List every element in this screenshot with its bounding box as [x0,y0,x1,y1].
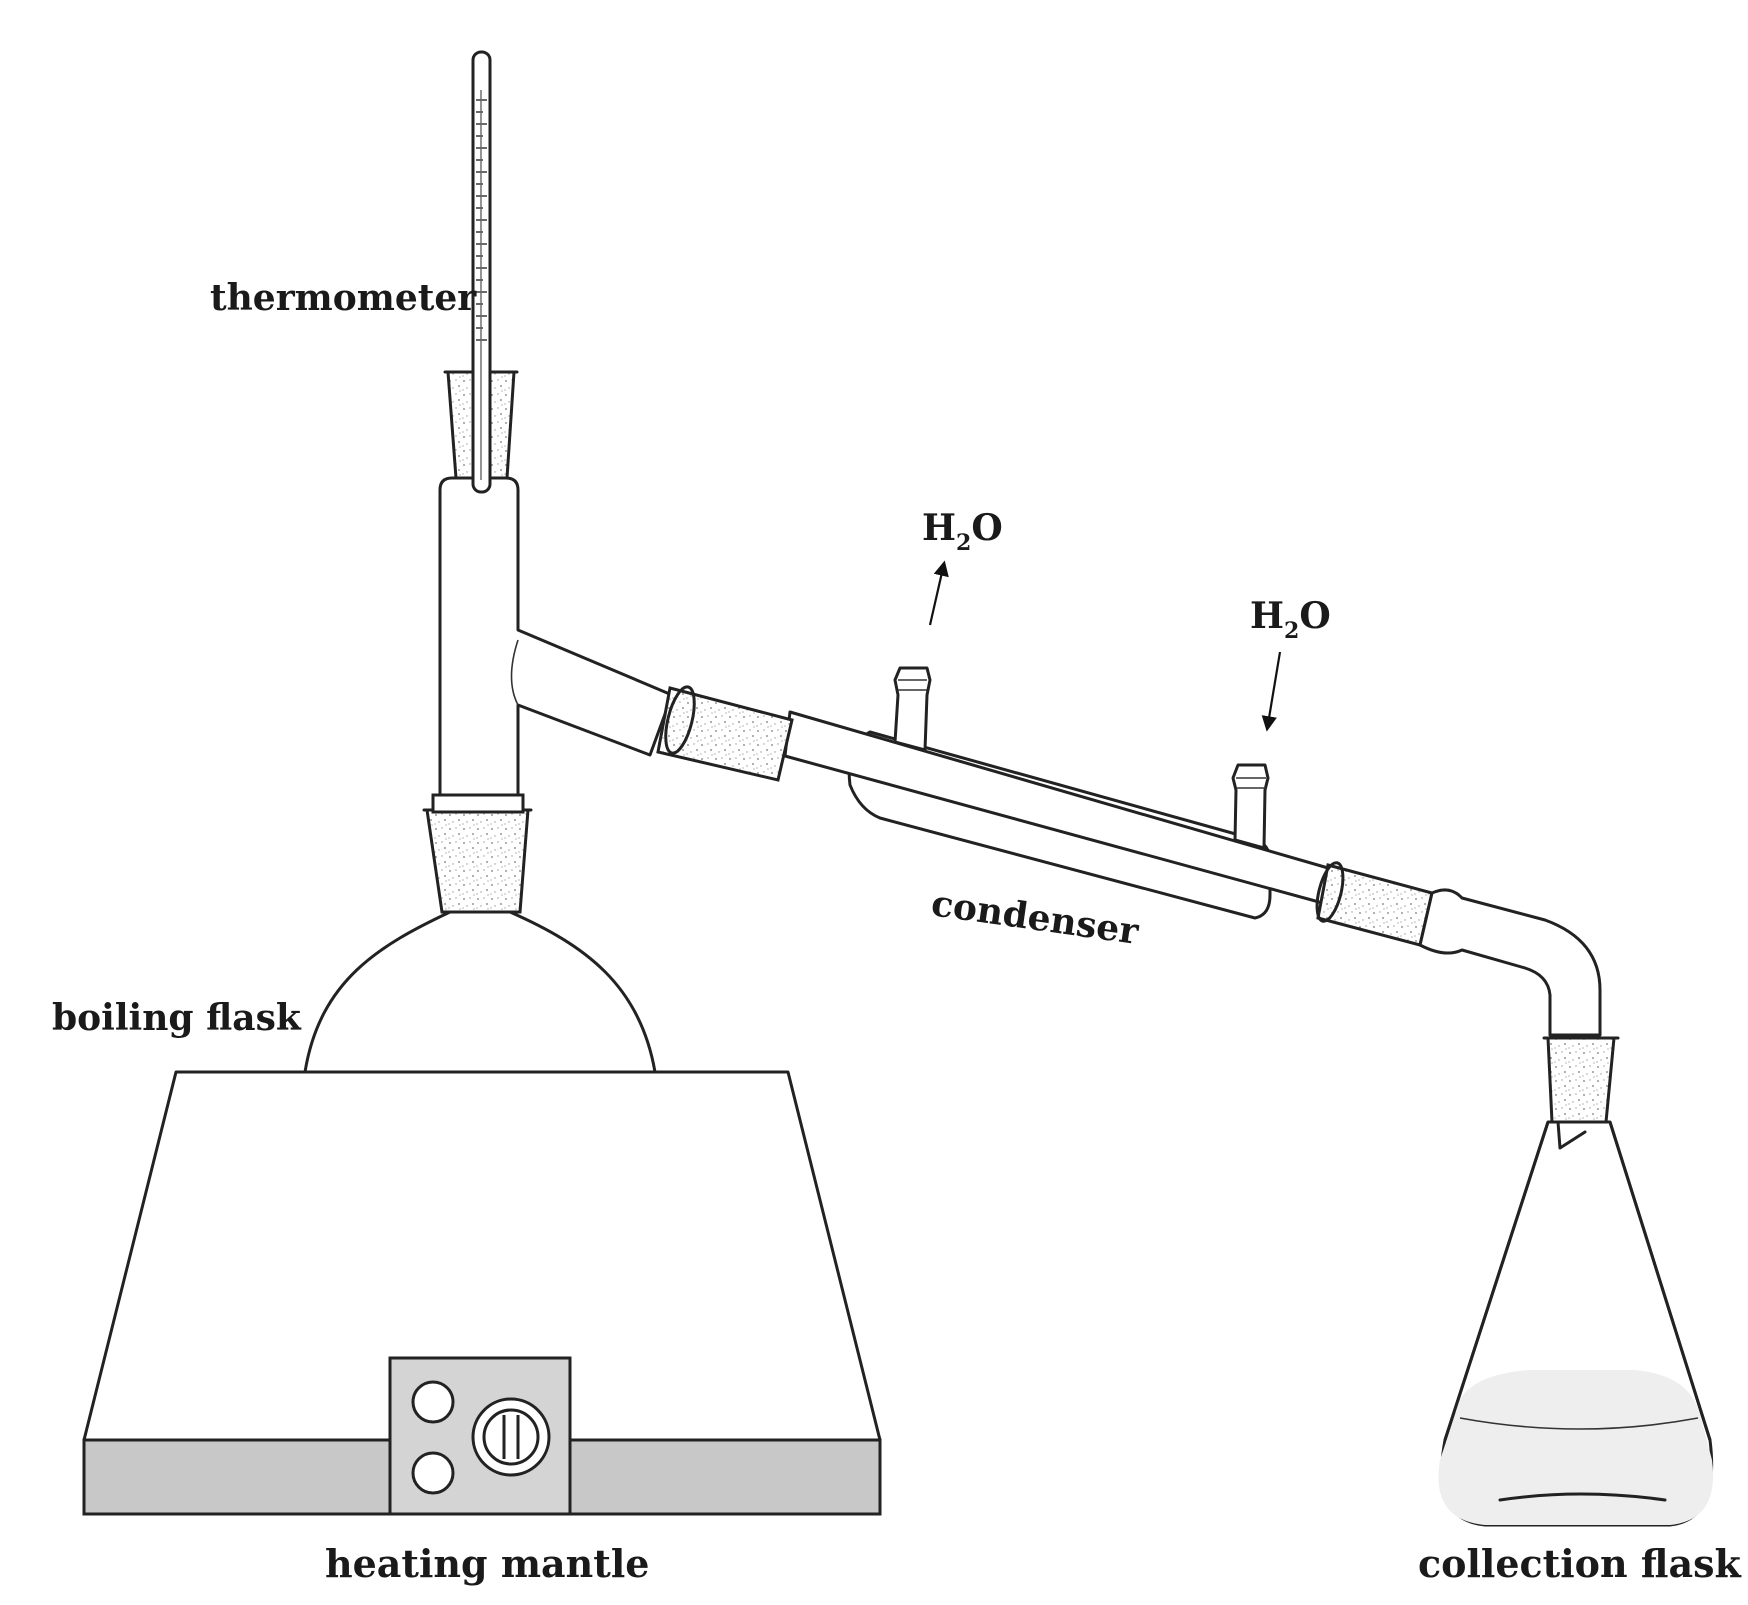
receiver-adapter [1418,888,1602,1037]
condenser-label: condenser [929,882,1142,953]
condenser-joint-upper [656,686,794,782]
collection-flask-label: collection flask [1418,1541,1742,1586]
indicator-light-top [411,1380,455,1424]
erlenmeyer-flask-icon [1438,1036,1714,1527]
water-outlet-port [893,666,932,752]
thermometer-label: thermometer [210,277,477,319]
distillation-head [431,476,674,814]
water-inlet-label: H2O [1250,595,1331,644]
collection-flask-joint [1546,1036,1616,1124]
water-inlet-port [1231,763,1270,850]
heating-mantle-icon [82,1070,882,1516]
boiling-flask-label: boiling flask [52,997,302,1039]
indicator-light-bottom [411,1451,455,1495]
arrow-down-icon [1261,651,1282,732]
still-head-body [438,476,674,802]
condenser-joint-lower [1316,863,1434,947]
boiling-flask-bulb [303,910,657,1074]
arrow-up-icon [928,560,949,626]
collected-liquid [1438,1370,1714,1525]
round-bottom-flask-icon [303,808,657,1074]
condenser-icon [656,666,1434,947]
thermometer-icon [443,50,519,494]
water-outlet-label: H2O [922,507,1003,556]
boiling-flask-joint [425,808,530,914]
knob-icon [471,1397,551,1477]
heating-mantle-label: heating mantle [325,1541,649,1586]
